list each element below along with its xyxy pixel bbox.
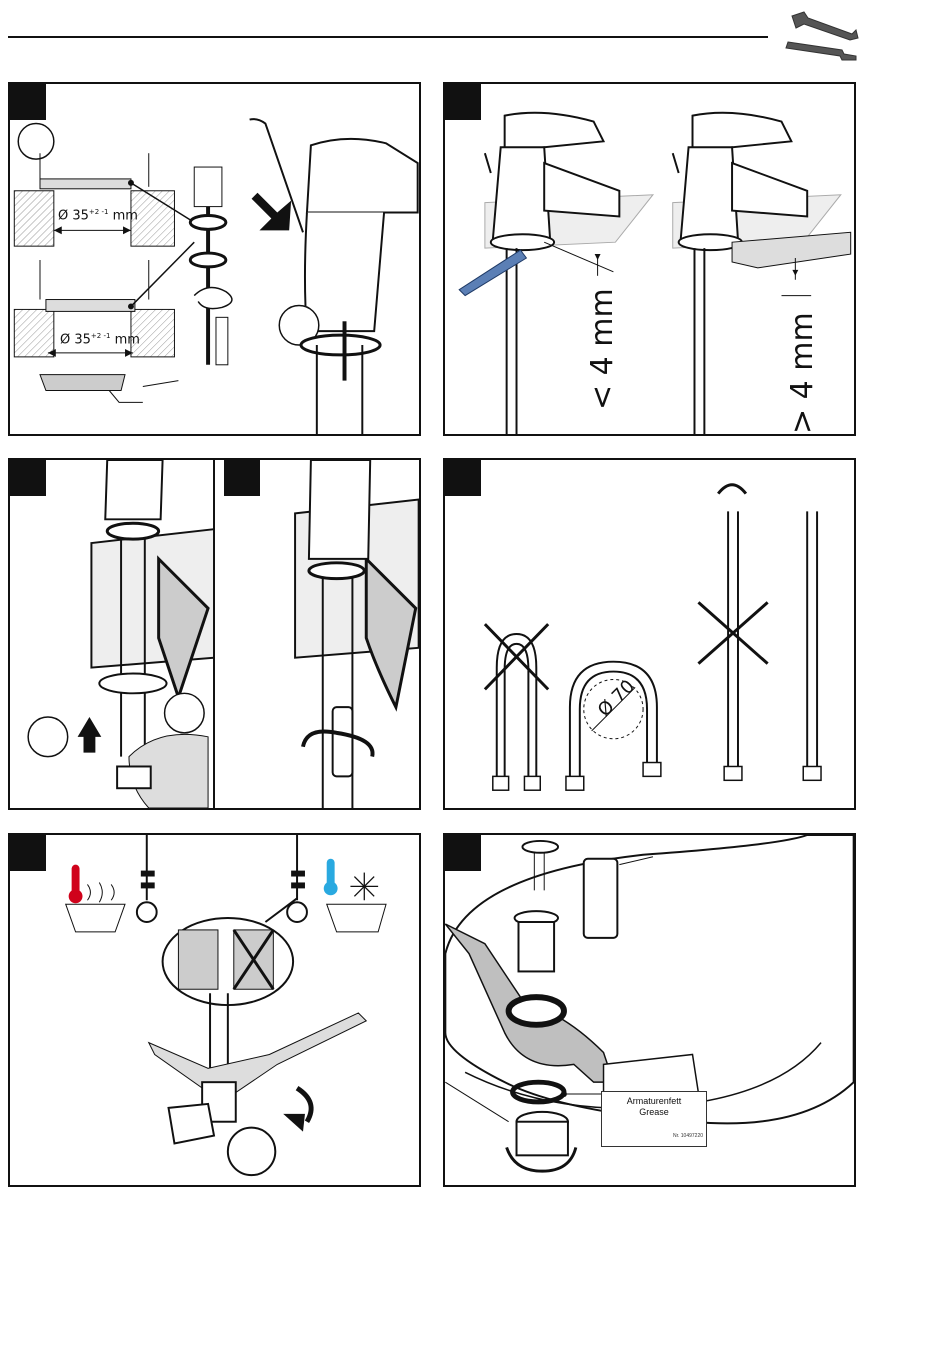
step-number-tag <box>10 460 46 496</box>
step-panel-2: < 4 mm > 4 mm <box>443 82 856 436</box>
step-number-tag <box>445 84 481 120</box>
gap-greater-than-label: > 4 mm <box>785 312 820 434</box>
step-number-tag <box>10 835 46 871</box>
step-number-tag <box>445 460 481 496</box>
header-rule <box>8 36 768 38</box>
grease-part-number: Nr. 10497220 <box>673 1133 703 1139</box>
step-number-tag <box>10 84 46 120</box>
sink-hole-diagram <box>10 84 419 434</box>
hole-diameter-bottom: Ø 35+2 -1 mm <box>60 332 140 347</box>
step-number-tag <box>445 835 481 871</box>
grease-label-line2: Grease <box>602 1107 706 1118</box>
hole-diameter-top: Ø 35+2 -1 mm <box>58 208 138 223</box>
step-number-tag-b <box>224 460 260 496</box>
connection-diagram <box>10 835 419 1185</box>
step-panel-1: Ø 35+2 -1 mm Ø 35+2 -1 mm <box>8 82 421 436</box>
step-panel-4: Ø 70 <box>443 458 856 810</box>
mounting-diagram <box>10 460 419 808</box>
hose-bending-diagram <box>445 460 854 808</box>
step-panel-5 <box>8 833 421 1187</box>
gap-less-than-label: < 4 mm <box>585 288 620 410</box>
grease-label-line1: Armaturenfett <box>602 1096 706 1107</box>
wrench-screwdriver-icon <box>782 8 860 62</box>
step-panel-3 <box>8 458 421 810</box>
step-panel-6: Armaturenfett Grease Nr. 10497220 <box>443 833 856 1187</box>
